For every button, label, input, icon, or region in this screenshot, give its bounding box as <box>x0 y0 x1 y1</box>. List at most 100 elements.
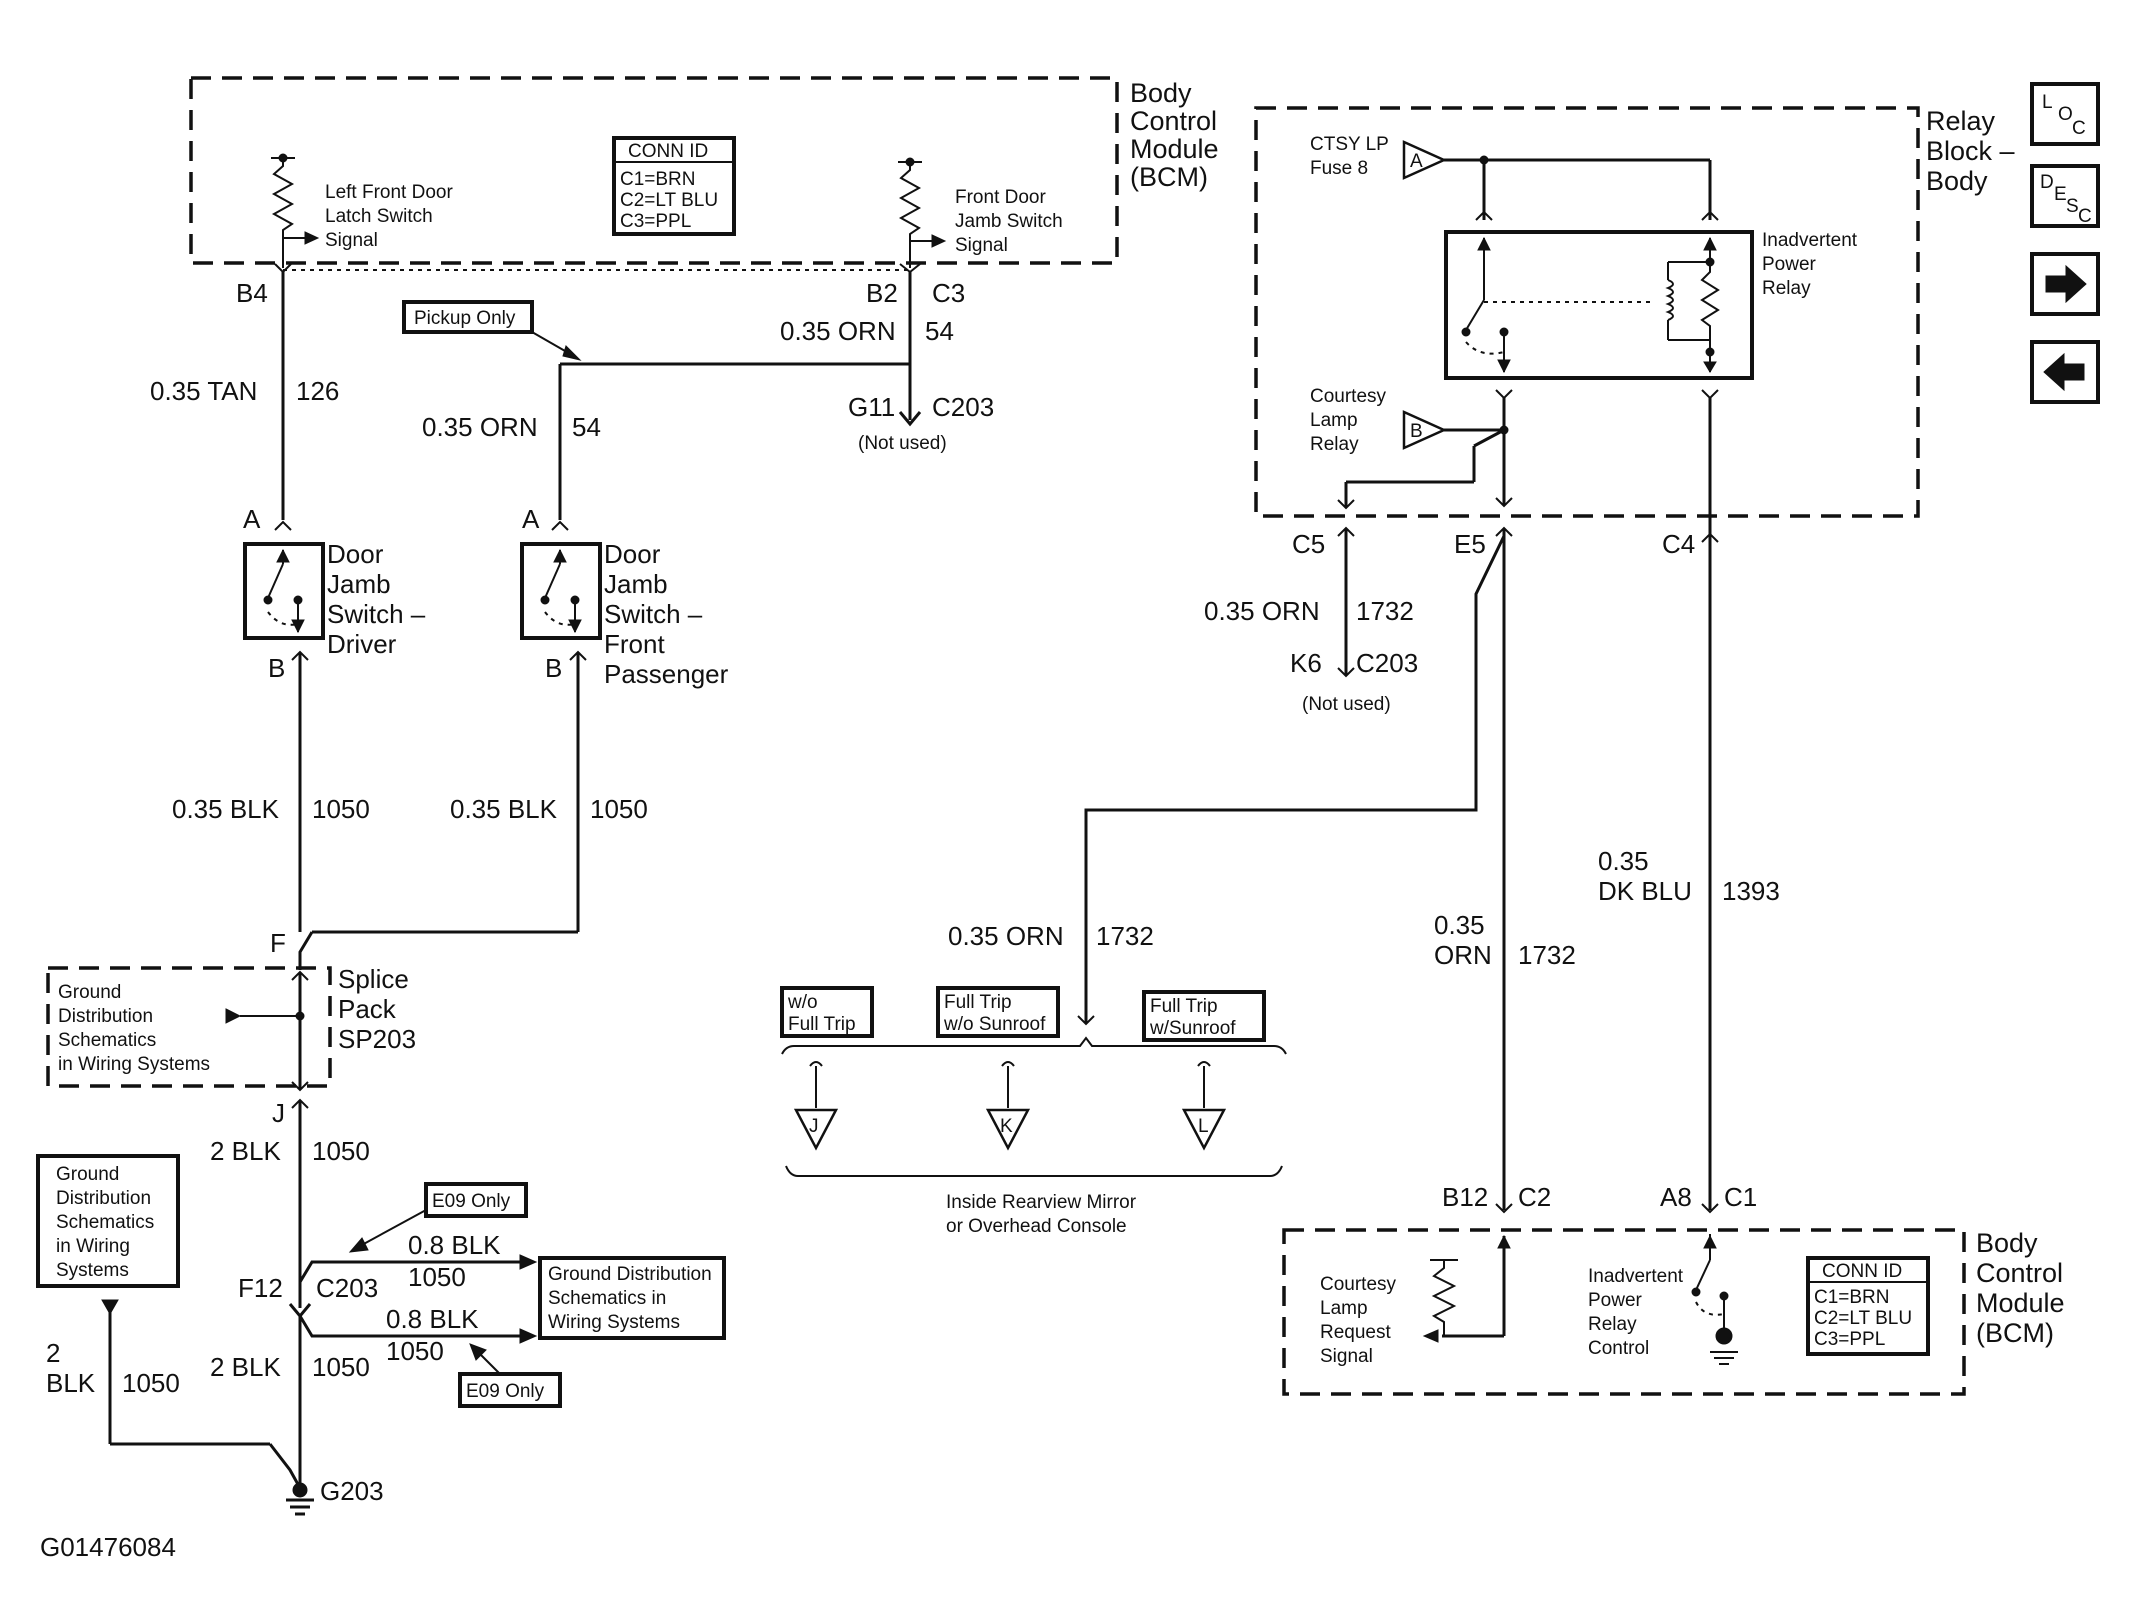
splice-pack: F Ground Distribution Schematics in Wiri… <box>46 928 416 1128</box>
wire-blk-pass-gauge: 0.35 BLK <box>450 794 558 824</box>
mirror-label-1: Inside Rearview Mirror <box>946 1192 1137 1213</box>
triangle-l: L <box>1198 1116 1209 1137</box>
switch-driver-1: Door <box>327 539 384 569</box>
wire-blk2b-circuit: 1050 <box>312 1352 370 1382</box>
switch-pass-5: Passenger <box>604 659 729 689</box>
pickup-only-label: Pickup Only <box>414 308 516 329</box>
pin-b-pass: B <box>545 653 562 683</box>
wire-tan-circuit: 126 <box>296 376 339 406</box>
pin-c203-top: C203 <box>932 392 994 422</box>
arrow-left-icon <box>2043 352 2085 392</box>
splice-label-2: Pack <box>338 994 397 1024</box>
option-3-line-1: Full Trip <box>1150 996 1218 1017</box>
wire-orn1732-right-gauge-2: ORN <box>1434 940 1492 970</box>
bcm-top-left-signal-1: Left Front Door <box>325 182 453 203</box>
pin-b4: B4 <box>236 278 268 308</box>
bcm-top-left-signal-2: Latch Switch <box>325 206 433 227</box>
wire-orn1732-right-circuit: 1732 <box>1518 940 1576 970</box>
pin-c203-right: C203 <box>1356 648 1418 678</box>
bcm-bottom-right-signal-2: Power <box>1588 1290 1643 1311</box>
wire-orn1732-right-gauge-1: 0.35 <box>1434 910 1485 940</box>
pin-g11: G11 <box>848 392 895 422</box>
splice-label-1: Splice <box>338 964 409 994</box>
pin-c3: C3 <box>932 278 965 308</box>
loc-button[interactable]: L O C <box>2030 82 2100 146</box>
desc-letter-2: E <box>2054 184 2067 205</box>
conn-id-top-line-1: C1=BRN <box>620 169 696 190</box>
wire-orn54-top-circuit: 54 <box>925 316 954 346</box>
bcm-top-left-signal-3: Signal <box>325 230 378 251</box>
courtesy-relay-1: Courtesy <box>1310 386 1387 407</box>
relay-block-title-3: Body <box>1926 166 1988 196</box>
relay-label-1: Inadvertent <box>1762 230 1858 251</box>
wire-dkblu-circuit: 1393 <box>1722 876 1780 906</box>
loc-letter-2: O <box>2058 104 2073 125</box>
loc-letter-3: C <box>2072 118 2086 139</box>
splice-ground-dist-4: in Wiring Systems <box>58 1054 210 1075</box>
pin-j-splice: J <box>272 1098 285 1128</box>
relay-block-title-1: Relay <box>1926 106 1996 136</box>
bcm-top-right-signal-2: Jamb Switch <box>955 211 1063 232</box>
pin-b-driver: B <box>268 653 285 683</box>
bcm-top-right-signal-1: Front Door <box>955 187 1046 208</box>
pin-c1: C1 <box>1724 1182 1757 1212</box>
option-1-line-1: w/o <box>787 992 818 1013</box>
ground-circuit: 2 BLK 1050 F12 C203 0.8 BLK 1050 0.8 BLK… <box>36 1100 726 1516</box>
splice-ground-dist-2: Distribution <box>58 1006 153 1027</box>
forward-button[interactable] <box>2030 252 2100 316</box>
switch-pass-2: Jamb <box>604 569 668 599</box>
triangle-b: B <box>1410 421 1423 442</box>
bcm-bottom-left-signal-3: Request <box>1320 1322 1391 1343</box>
bcm-bottom-right-signal-4: Control <box>1588 1338 1649 1359</box>
courtesy-relay-3: Relay <box>1310 434 1359 455</box>
switch-driver-2: Jamb <box>327 569 391 599</box>
conn-id-bottom-line-1: C1=BRN <box>1814 1287 1890 1308</box>
wire-blk-driver-gauge: 0.35 BLK <box>172 794 280 824</box>
wire-dkblu-gauge-2: DK BLU <box>1598 876 1692 906</box>
bcm-bottom-right-signal-3: Relay <box>1588 1314 1637 1335</box>
splice-ground-dist-3: Schematics <box>58 1030 156 1051</box>
conn-id-bottom-line-2: C2=LT BLU <box>1814 1308 1912 1329</box>
pin-a-driver: A <box>243 504 261 534</box>
e09-only-1: E09 Only <box>432 1191 511 1212</box>
conn-id-top-line-3: C3=PPL <box>620 211 691 232</box>
ground-dist-mid-2: Schematics in <box>548 1288 666 1309</box>
relay-label-3: Relay <box>1762 278 1811 299</box>
wire-blk2c-gauge-2: BLK <box>46 1368 96 1398</box>
ground-dist-left-2: Distribution <box>56 1188 151 1209</box>
wire-blk08a-gauge: 0.8 BLK <box>408 1230 501 1260</box>
bcm-bottom-right-signal-1: Inadvertent <box>1588 1266 1684 1287</box>
passenger-circuit: Pickup Only B2 C3 0.35 ORN 54 G11 C203 (… <box>312 263 994 934</box>
conn-id-top-line-2: C2=LT BLU <box>620 190 718 211</box>
switch-driver-4: Driver <box>327 629 397 659</box>
back-button[interactable] <box>2030 340 2100 404</box>
pin-a-pass: A <box>522 504 540 534</box>
wire-blk2c-circuit: 1050 <box>122 1368 180 1398</box>
not-used-2: (Not used) <box>1302 694 1391 715</box>
bcm-bottom-left-signal-1: Courtesy <box>1320 1274 1397 1295</box>
e09-only-2: E09 Only <box>466 1381 545 1402</box>
pin-b12: B12 <box>1442 1182 1488 1212</box>
conn-id-bottom-title: CONN ID <box>1822 1261 1902 1282</box>
option-2-line-1: Full Trip <box>944 992 1012 1013</box>
pin-f12: F12 <box>238 1273 283 1303</box>
courtesy-relay-2: Lamp <box>1310 410 1358 431</box>
pin-a8: A8 <box>1660 1182 1692 1212</box>
switch-driver-3: Switch – <box>327 599 426 629</box>
loc-letter-1: L <box>2042 92 2053 113</box>
conn-id-bottom-line-3: C3=PPL <box>1814 1329 1885 1350</box>
wire-blk2c-gauge-1: 2 <box>46 1338 60 1368</box>
switch-pass-1: Door <box>604 539 661 569</box>
wire-blk2-circuit: 1050 <box>312 1136 370 1166</box>
wire-blk-driver-circuit: 1050 <box>312 794 370 824</box>
wire-orn1732-mid-gauge: 0.35 ORN <box>948 921 1064 951</box>
pin-f-splice: F <box>270 928 286 958</box>
bcm-bottom-left-signal-2: Lamp <box>1320 1298 1368 1319</box>
wire-dkblu-gauge-1: 0.35 <box>1598 846 1649 876</box>
triangle-j: J <box>809 1116 819 1137</box>
mirror-label-2: or Overhead Console <box>946 1216 1127 1237</box>
desc-button[interactable]: D E S C <box>2030 164 2100 228</box>
wire-orn54-gauge: 0.35 ORN <box>422 412 538 442</box>
switch-pass-4: Front <box>604 629 665 659</box>
